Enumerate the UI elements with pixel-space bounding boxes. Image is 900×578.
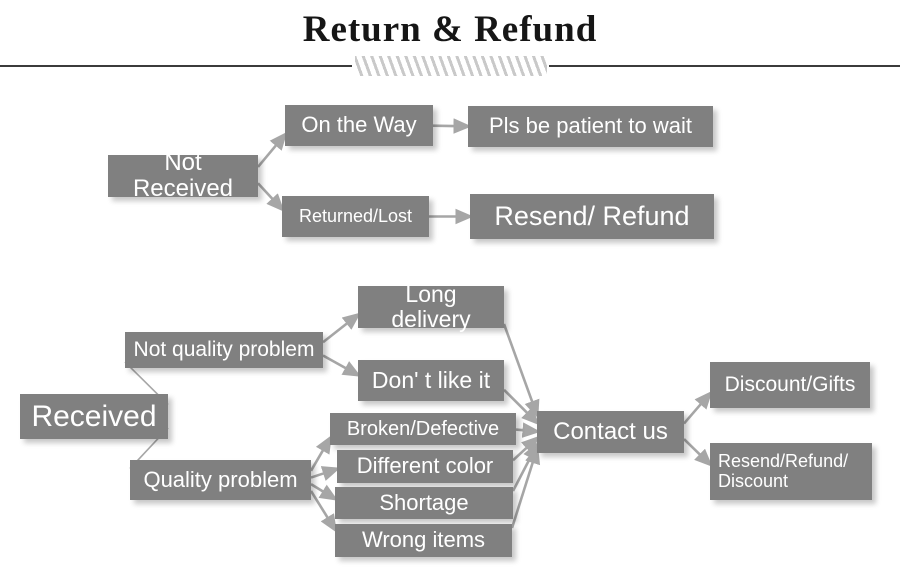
connector-not_quality-to-dont_like	[322, 354, 362, 377]
flow-node-broken: Broken/Defective	[330, 413, 516, 445]
flow-node-resend_refund_disc: Resend/Refund/ Discount	[710, 443, 872, 500]
flow-node-contact_us: Contact us	[537, 411, 684, 453]
connector-broken-to-contact_us	[515, 422, 541, 438]
divider-hatch-ornament	[355, 56, 547, 76]
flow-node-wrong_items: Wrong items	[335, 524, 512, 557]
flow-node-not_received: Not Received	[108, 149, 258, 202]
connector-quality-to-broken	[309, 435, 332, 472]
connector-on_the_way-to-pls_wait	[432, 118, 472, 134]
connector-different_color-to-contact_us	[512, 435, 540, 462]
page-title: Return & Refund	[302, 9, 598, 50]
connector-quality-to-different_color	[310, 466, 341, 481]
flow-node-not_quality: Not quality problem	[125, 332, 323, 368]
flow-node-discount_gifts: Discount/Gifts	[710, 362, 870, 408]
connector-shortage-to-contact_us	[511, 441, 539, 492]
connector-quality-to-shortage	[310, 483, 339, 501]
flow-node-on_the_way: On the Way	[285, 105, 433, 146]
connector-contact_us-to-resend_refund_disc	[683, 438, 713, 467]
connector-not_received-to-on_the_way	[257, 131, 288, 168]
flow-node-returned_lost: Returned/Lost	[282, 196, 429, 237]
flow-node-resend_refund: Resend/ Refund	[470, 194, 714, 239]
flow-node-quality: Quality problem	[130, 460, 311, 500]
flow-node-dont_like: Don' t like it	[358, 360, 504, 401]
flow-node-shortage: Shortage	[335, 487, 513, 519]
connector-long_delivery-to-contact_us	[502, 323, 540, 419]
connector-not_quality-to-long_delivery	[322, 312, 361, 344]
connector-wrong_items-to-contact_us	[510, 445, 541, 529]
flow-node-different_color: Different color	[337, 450, 513, 483]
flow-node-pls_wait: Pls be patient to wait	[468, 106, 713, 147]
connector-contact_us-to-discount_gifts	[683, 390, 713, 425]
connector-not_received-to-returned_lost	[257, 182, 285, 212]
flow-node-received: Received	[20, 394, 168, 439]
connector-quality-to-wrong_items	[309, 490, 337, 533]
flow-node-long_delivery: Long delivery	[358, 281, 504, 332]
divider-rule-right	[549, 65, 900, 67]
divider-rule-left	[0, 65, 352, 67]
